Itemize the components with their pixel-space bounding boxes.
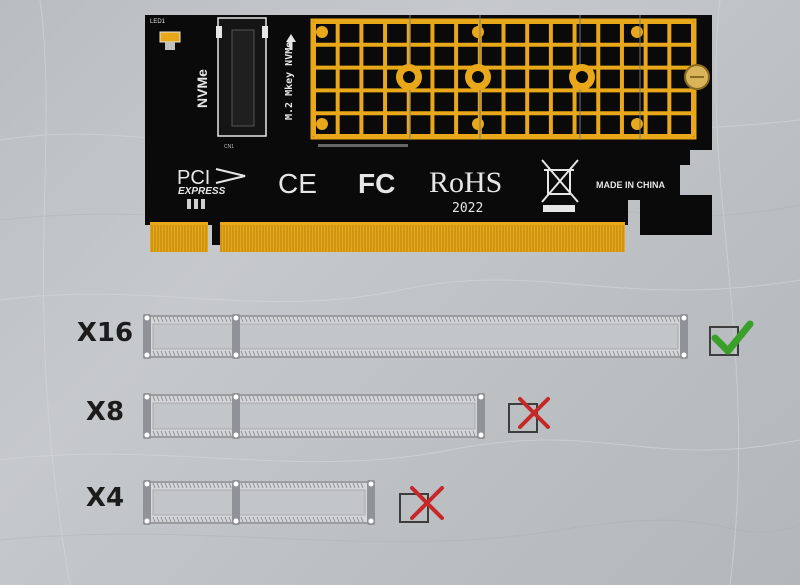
checkbox-x4 (399, 486, 444, 523)
cross-icon (410, 486, 444, 520)
pci-express-sub: EXPRESS (178, 186, 226, 197)
check-icon (711, 320, 754, 355)
pcie-slot-x16 (143, 314, 688, 359)
checkbox-x16 (709, 320, 754, 356)
pcie-slot-x4 (143, 480, 375, 525)
fcc-mark: FC (358, 168, 395, 199)
pci-chevron-icon (215, 168, 246, 184)
pcie-slot-x8 (143, 393, 485, 439)
cross-icon (518, 397, 550, 429)
socket-spec: M.2 Mkey NVMe (284, 42, 295, 120)
slot-label-x8: X8 (85, 397, 125, 427)
rohs-year: 2022 (452, 201, 483, 216)
ce-mark: CE (278, 168, 317, 199)
connector-label: CN1 (224, 144, 234, 150)
led-label: LED1 (150, 19, 166, 25)
socket-label: NVMe (194, 69, 210, 108)
weee-bin-icon (541, 159, 579, 212)
checkbox-x8 (508, 397, 550, 433)
rohs-mark: RoHS (429, 166, 502, 199)
pci-express-logo: PCI (177, 167, 210, 189)
origin-text: MADE IN CHINA (596, 180, 665, 190)
arrow-up-icon (286, 34, 296, 50)
slot-label-x4: X4 (85, 483, 125, 513)
slot-label-x16: X16 (76, 318, 134, 348)
